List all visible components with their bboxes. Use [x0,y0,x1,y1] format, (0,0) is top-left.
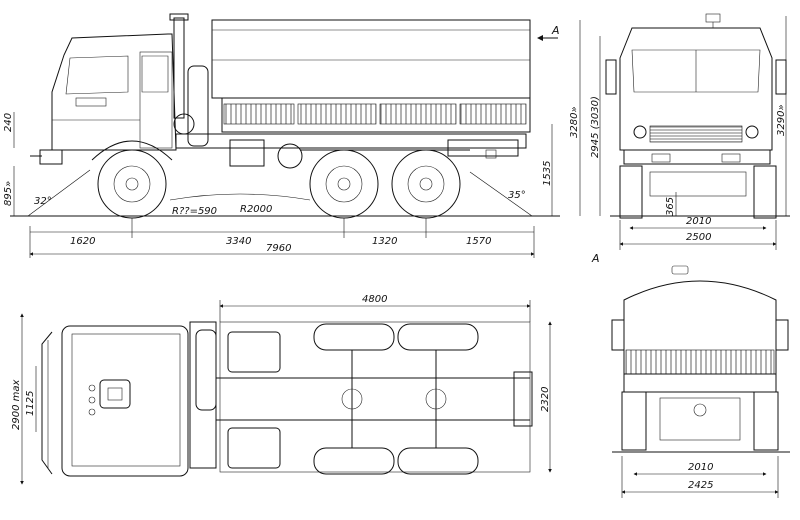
middle-wheel [309,149,379,219]
front-view: 3290» 365 2010 2500 A [591,13,790,265]
grille [649,125,743,143]
rear-view: 2010 2425 [611,265,790,498]
rear-tarp [623,280,777,393]
cab-window [65,55,129,95]
dim-3290: 3290» [776,104,787,136]
top-view: 4800 2900 max 1125 2320 [11,294,552,485]
exhaust-stack [173,17,185,119]
angle-32: 32° [34,196,52,207]
dim-2500: 2500 [686,232,711,243]
radius-590: R??=590 [172,206,217,217]
cargo-tarp [211,19,531,99]
dim-895: 895» [3,181,14,206]
dim-3340: 3340 [226,236,251,247]
dim-3280: 3280» [569,106,580,138]
front-wheel [97,149,167,219]
dim-2320: 2320 [540,387,551,412]
rear-wheel [391,149,461,219]
dim-365: 365 [665,197,676,216]
dim-2425: 2425 [688,480,713,491]
dim-2900-max: 2900 max [11,380,22,430]
dim-1620: 1620 [70,236,95,247]
dim-4800: 4800 [362,294,387,305]
dim-240: 240 [3,113,14,132]
front-cab [619,27,773,151]
dim-7960: 7960 [266,243,291,254]
dim-1570: 1570 [466,236,491,247]
windshield [631,49,761,93]
view-label-a: A [591,252,600,265]
dim-1535: 1535 [542,161,553,186]
dim-1320: 1320 [372,236,397,247]
dim-2010-front: 2010 [686,216,711,227]
cab-outline [51,33,177,151]
dim-2010-rear: 2010 [688,462,713,473]
section-marker-a: A [551,24,560,37]
rear-tailgate [625,349,775,375]
dim-2945: 2945 (3030) [590,96,601,158]
top-cab [61,325,189,477]
cab-door-window [141,55,169,93]
dim-1125: 1125 [25,391,36,416]
side-view: A 240 895» 32° R??=590 R2000 35° 1535 32… [3,13,601,258]
radius-2000: R2000 [240,204,272,215]
angle-35: 35° [508,190,526,201]
